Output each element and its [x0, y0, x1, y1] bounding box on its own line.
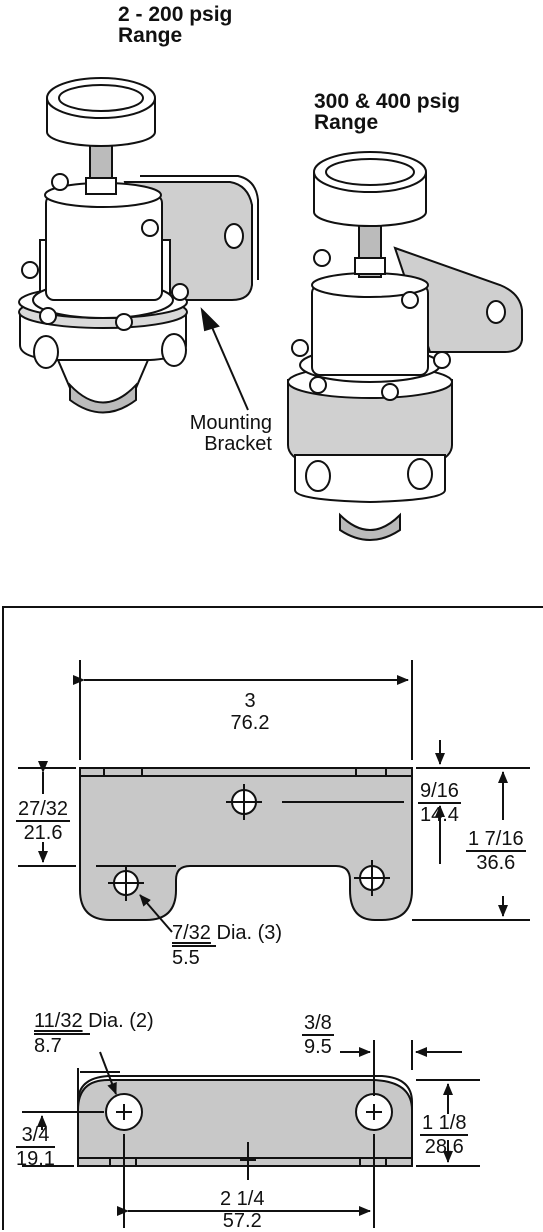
left-range-title: 2 - 200 psig Range [118, 3, 233, 47]
dim-hole-spacing: 2 1/4 57.2 [220, 1188, 265, 1232]
mounting-bracket-leader [200, 307, 249, 411]
regulator-left-illustration [18, 77, 259, 414]
dim-bottom-height: 1 1/8 28.6 [420, 1112, 469, 1158]
dim-overall-width: 3 76.2 [230, 690, 270, 734]
dim-edge-offset: 3/8 9.5 [302, 1012, 334, 1058]
dim-left-height: 27/32 21.6 [16, 798, 71, 844]
dim-hole-height: 3/4 19.1 [16, 1124, 55, 1170]
dimension-drawing-frame [2, 606, 543, 1230]
bracket-top-view [79, 767, 413, 921]
dim-small-hole-diameter: 7/32 Dia. (3) 5.5 [172, 922, 283, 969]
dim-large-hole-diameter: 11/32 Dia. (2) 8.7 [34, 1010, 154, 1057]
product-illustrations [18, 77, 523, 541]
mounting-bracket-label: Mounting Bracket [189, 412, 272, 455]
dim-overall-height: 1 7/16 36.6 [466, 828, 526, 874]
right-range-title: 300 & 400 psig Range [314, 90, 460, 134]
dim-center-hole-offset: 9/16 14.4 [418, 780, 461, 826]
regulator-right-illustration [287, 151, 523, 541]
